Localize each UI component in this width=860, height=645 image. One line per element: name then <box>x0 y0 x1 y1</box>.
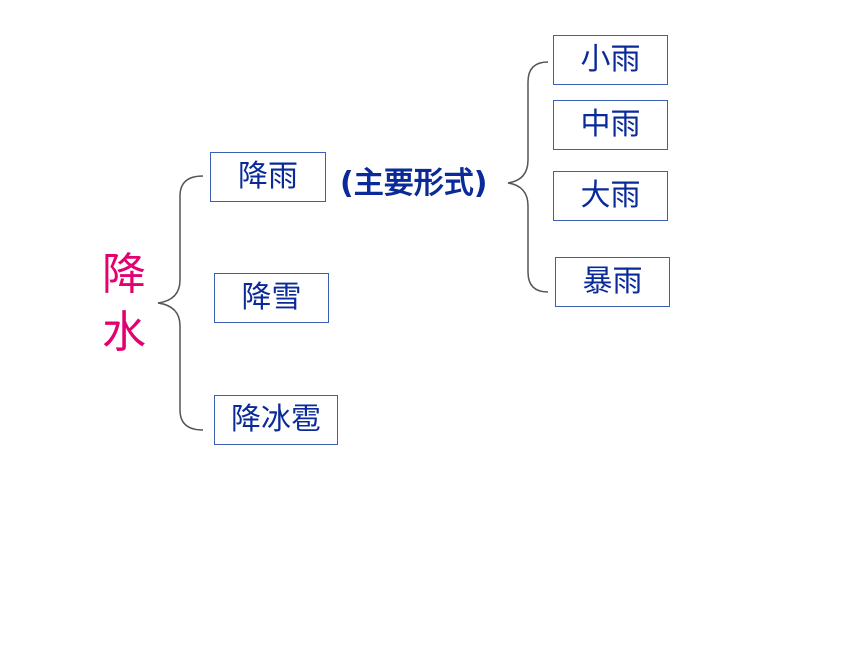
root-char-2: 水 <box>102 307 146 358</box>
box-heavy-rain: 大雨 <box>553 171 668 221</box>
box-rainstorm: 暴雨 <box>555 257 670 307</box>
box-hail: 降冰雹 <box>214 395 338 445</box>
box-light-rain: 小雨 <box>553 35 668 85</box>
box-rain: 降雨 <box>210 152 326 202</box>
main-brace <box>157 175 204 431</box>
note-main-form: (主要形式) <box>340 166 488 201</box>
root-char-1: 降 <box>102 249 146 300</box>
rain-brace <box>507 61 549 293</box>
box-snow: 降雪 <box>214 273 329 323</box>
root-label-precipitation: 降 水 <box>96 246 152 362</box>
box-moderate-rain: 中雨 <box>553 100 668 150</box>
